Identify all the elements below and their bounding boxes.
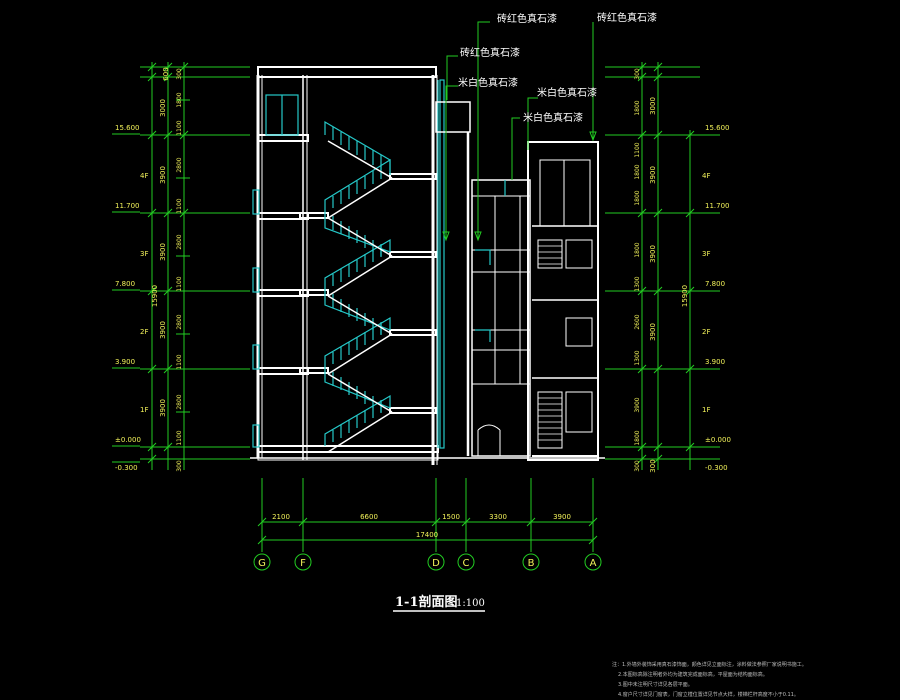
building-section: [250, 66, 605, 465]
left-elev-3: 7.800: [115, 280, 135, 288]
left-elev-5: ±0.000: [115, 436, 141, 444]
drawing-title: 1-1剖面图: [395, 594, 458, 610]
left-floor-3f: 3F: [140, 250, 148, 258]
right-floor-3f: 3F: [702, 250, 710, 258]
bottom-dim-4: 3300: [489, 513, 507, 521]
label-right-a: 米白色真石漆: [537, 86, 597, 99]
left-floor-1f: 1F: [140, 406, 148, 414]
left-elev-1: 15.600: [115, 124, 140, 132]
right-dim-inner-10: 3900: [634, 397, 641, 412]
right-dim-inner-12: 300: [634, 460, 641, 472]
right-dim-outer-4: 3900: [649, 323, 657, 341]
right-elev-4: 3.900: [705, 358, 725, 366]
left-dim-inner-11: 1100: [176, 430, 183, 445]
right-dim-inner-6: 1300: [634, 276, 641, 291]
right-dim-outer-2: 3900: [649, 166, 657, 184]
right-dim-inner-8: 1300: [634, 350, 641, 365]
right-elev-6: -0.300: [705, 464, 728, 472]
right-dim-outer-1: 3000: [649, 97, 657, 115]
right-dimension-chain: [605, 62, 720, 470]
right-dim-inner-9: 1800: [634, 430, 641, 445]
right-dim-inner-2: 1800: [634, 100, 641, 115]
right-dim-total: 15900: [681, 285, 689, 307]
left-dim-total: 15900: [151, 285, 159, 307]
bottom-dimension-chain: 2100 6600 1500 3300 3900 17400: [257, 478, 598, 552]
note-line-4: 4.窗户尺寸详见门窗表，门窗立樘位置详见节点大样，楼梯栏杆高度不小于0.11。: [618, 691, 799, 698]
bottom-dim-1: 2100: [272, 513, 290, 521]
bottom-dim-total: 17400: [416, 531, 438, 539]
right-floor-4f: 4F: [702, 172, 710, 180]
left-dim-inner-5: 1100: [176, 198, 183, 213]
right-dim-inner-3: 1100: [634, 142, 641, 157]
note-line-2: 2.本图标高除注明者外均为建筑完成面标高，平屋面为结构面标高。: [618, 671, 768, 678]
axis-a: A: [590, 558, 597, 569]
right-dim-outer-3: 3900: [649, 245, 657, 263]
left-dim-outer-6: 3900: [159, 399, 167, 417]
bottom-dim-2: 6600: [360, 513, 378, 521]
floor-slabs: [257, 134, 439, 461]
left-elev-6: -0.300: [115, 464, 138, 472]
axis-c: C: [463, 558, 470, 569]
label-top-a: 砖红色真石漆: [497, 12, 557, 25]
left-dim-outer-2: 3000: [159, 99, 167, 117]
drawing-title-block: 1-1剖面图 1:100: [393, 594, 485, 612]
general-notes: 注：1.外墙外装饰采用真石漆饰面，颜色详见立面标注，涂料做法参照厂家说明书施工。…: [612, 661, 807, 698]
left-elev-2: 11.700: [115, 202, 140, 210]
left-elev-4: 3.900: [115, 358, 135, 366]
bottom-dim-3: 1500: [442, 513, 460, 521]
left-dim-inner-6: 2800: [176, 234, 183, 249]
right-elev-1: 15.600: [705, 124, 730, 132]
left-dim-inner-7: 1100: [176, 276, 183, 291]
left-dim-outer-3: 3900: [159, 166, 167, 184]
axis-b: B: [528, 558, 535, 569]
axis-g: G: [258, 558, 266, 569]
left-dim-outer-4: 3900: [159, 243, 167, 261]
left-dimension-text: 600 3000 3900 3900 3900 3900 300 1800 11…: [112, 67, 183, 472]
right-dimension-text: 300 1800 1100 1800 1800 1300 2600 1300 1…: [634, 68, 731, 473]
right-dim-inner-1: 300: [634, 68, 641, 80]
left-dim-inner-10: 2800: [176, 394, 183, 409]
left-dim-inner-1: 300: [176, 68, 183, 80]
right-elev-3: 7.800: [705, 280, 725, 288]
axis-bubbles: G F D C B A: [253, 553, 602, 571]
axis-d: D: [432, 558, 440, 569]
stair-flights: [324, 120, 393, 453]
left-dim-outer-5: 3900: [159, 321, 167, 339]
right-dim-inner-7: 2600: [634, 314, 641, 329]
right-dim-outer-5: 300: [649, 459, 657, 472]
left-dim-inner-2: 1800: [176, 92, 183, 107]
right-dim-inner-4: 1800: [634, 164, 641, 179]
right-dim-inner-11: 1800: [634, 242, 641, 257]
note-line-1: 注：1.外墙外装饰采用真石漆饰面，颜色详见立面标注，涂料做法参照厂家说明书施工。: [612, 661, 807, 668]
left-dim-inner-8: 2800: [176, 314, 183, 329]
left-floor-4f: 4F: [140, 172, 148, 180]
left-dim-inner-4: 2800: [176, 157, 183, 172]
bottom-dim-5: 3900: [553, 513, 571, 521]
axis-f: F: [300, 558, 306, 569]
right-block: [471, 141, 599, 461]
right-floor-1f: 1F: [702, 406, 710, 414]
label-top-b: 砖红色真石漆: [597, 11, 657, 24]
left-dim-outer-1: 600: [162, 67, 170, 80]
material-leaders: 砖红色真石漆 砖红色真石漆 砖红色真石漆 米白色真石漆 米白色真石漆 米白色真石…: [442, 11, 657, 242]
left-dim-inner-3: 1100: [176, 120, 183, 135]
left-dim-inner-9: 1100: [176, 354, 183, 369]
left-dimension-chain: [140, 62, 250, 470]
right-dim-inner-5: 1800: [634, 190, 641, 205]
note-line-3: 3.图中未注明尺寸详见各层平面。: [618, 681, 693, 688]
right-elev-2: 11.700: [705, 202, 730, 210]
label-right-b: 米白色真石漆: [523, 111, 583, 124]
right-elev-5: ±0.000: [705, 436, 731, 444]
label-mid-b: 米白色真石漆: [458, 76, 518, 89]
right-floor-2f: 2F: [702, 328, 710, 336]
left-dim-inner-12: 300: [176, 460, 183, 472]
label-mid-a: 砖红色真石漆: [460, 46, 520, 59]
drawing-scale: 1:100: [456, 598, 485, 609]
left-floor-2f: 2F: [140, 328, 148, 336]
